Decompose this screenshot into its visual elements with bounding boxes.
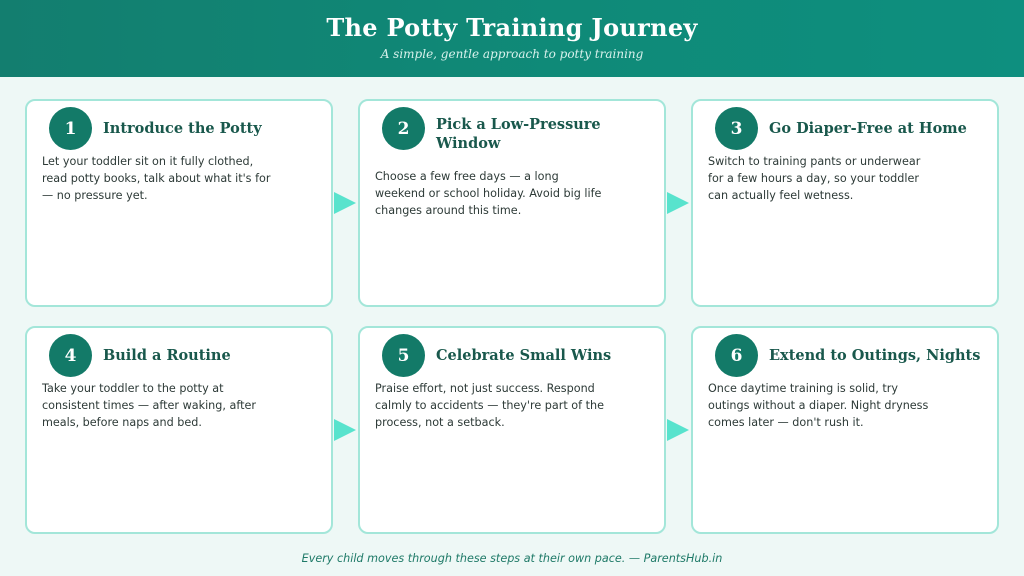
step-title: Celebrate Small Wins — [436, 347, 612, 364]
step-title: Introduce the Potty — [103, 120, 262, 137]
step-number-badge: 6 — [715, 334, 758, 377]
step-card-1: 1 Introduce the Potty Let your toddler s… — [25, 99, 333, 307]
step-number-badge: 1 — [49, 107, 92, 150]
step-description: Let your toddler sit on it fully clothed… — [42, 155, 271, 202]
arrow-right-icon — [334, 192, 356, 214]
arrow-right-icon — [667, 419, 689, 441]
step-description: Take your toddler to the potty at consis… — [42, 382, 256, 429]
page-header: The Potty Training Journey A simple, gen… — [0, 0, 1024, 77]
step-description: Praise effort, not just success. Respond… — [375, 382, 604, 429]
step-card-3: 3 Go Diaper-Free at Home Switch to train… — [691, 99, 999, 307]
step-number-badge: 5 — [382, 334, 425, 377]
step-number-badge: 3 — [715, 107, 758, 150]
step-description: Once daytime training is solid, try outi… — [708, 382, 929, 429]
page-subtitle: A simple, gentle approach to potty train… — [380, 47, 644, 61]
arrow-right-icon — [667, 192, 689, 214]
step-title: Build a Routine — [103, 347, 231, 364]
arrow-right-icon — [334, 419, 356, 441]
step-number-badge: 4 — [49, 334, 92, 377]
step-description: Switch to training pants or underwear fo… — [708, 155, 921, 202]
step-card-5: 5 Celebrate Small Wins Praise effort, no… — [358, 326, 666, 534]
page-title: The Potty Training Journey — [326, 13, 698, 42]
step-number-badge: 2 — [382, 107, 425, 150]
step-card-4: 4 Build a Routine Take your toddler to t… — [25, 326, 333, 534]
step-description: Choose a few free days — a long weekend … — [375, 170, 602, 217]
footer-note: Every child moves through these steps at… — [301, 552, 723, 565]
step-title: Extend to Outings, Nights — [769, 347, 981, 364]
step-card-2: 2 Pick a Low-Pressure Window Choose a fe… — [358, 99, 666, 307]
step-card-6: 6 Extend to Outings, Nights Once daytime… — [691, 326, 999, 534]
step-title: Go Diaper-Free at Home — [769, 120, 967, 137]
step-title: Pick a Low-Pressure Window — [436, 116, 601, 152]
